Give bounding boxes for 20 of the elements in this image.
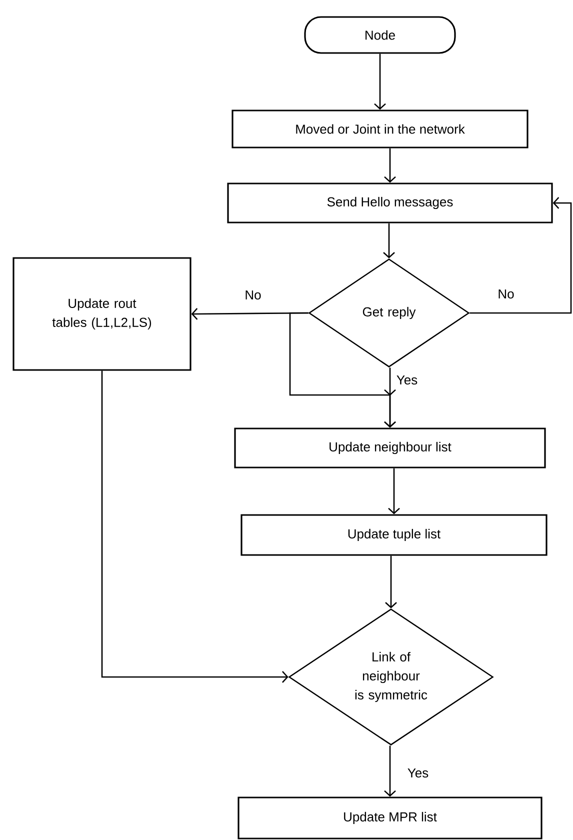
- arrow: [289, 312, 396, 428]
- arrow: [383, 223, 395, 258]
- edge-label: No: [496, 288, 516, 300]
- process-box: Update MPR list: [238, 796, 542, 840]
- arrow: [384, 148, 396, 183]
- edge-label: Yes: [395, 374, 419, 386]
- edge-label: No: [244, 289, 262, 301]
- terminal-box: Node: [304, 16, 456, 54]
- arrow: [384, 746, 396, 797]
- process-box: Update rout tables (L1,L2,LS): [12, 257, 192, 371]
- arrow: [388, 468, 400, 514]
- edge-label: Yes: [406, 767, 430, 779]
- arrow: [470, 197, 572, 314]
- arrow: [101, 370, 288, 683]
- process-box: Moved or Joint in the network: [232, 110, 528, 148]
- process-box: Send Hello messages: [227, 182, 553, 224]
- arrow: [374, 54, 386, 110]
- arrow: [385, 556, 397, 608]
- process-box: Update neighbour list: [234, 428, 546, 468]
- process-box: Update tuple list: [240, 514, 548, 556]
